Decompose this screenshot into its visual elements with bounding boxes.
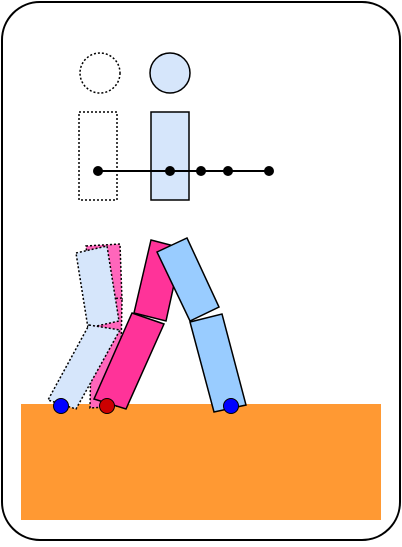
blue-shin xyxy=(189,313,247,413)
com-marker-line xyxy=(93,166,274,176)
ghost-torso xyxy=(78,111,118,201)
com-dot xyxy=(165,166,175,176)
com-dot xyxy=(264,166,274,176)
ghost-blue-shin xyxy=(46,324,122,410)
head xyxy=(149,52,191,94)
ghost-head xyxy=(79,52,121,94)
ground xyxy=(21,404,381,520)
blue-thigh xyxy=(155,237,220,323)
ghost-blue-thigh xyxy=(75,245,120,329)
torso xyxy=(150,111,190,201)
com-dot xyxy=(196,166,206,176)
foot-contact-red xyxy=(99,398,115,414)
current-figure xyxy=(92,52,247,413)
com-dot xyxy=(93,166,103,176)
foot-contact-blue-right xyxy=(223,398,239,414)
foot-contact-blue-left xyxy=(53,398,69,414)
com-dot xyxy=(223,166,233,176)
magenta-shin xyxy=(92,312,166,410)
